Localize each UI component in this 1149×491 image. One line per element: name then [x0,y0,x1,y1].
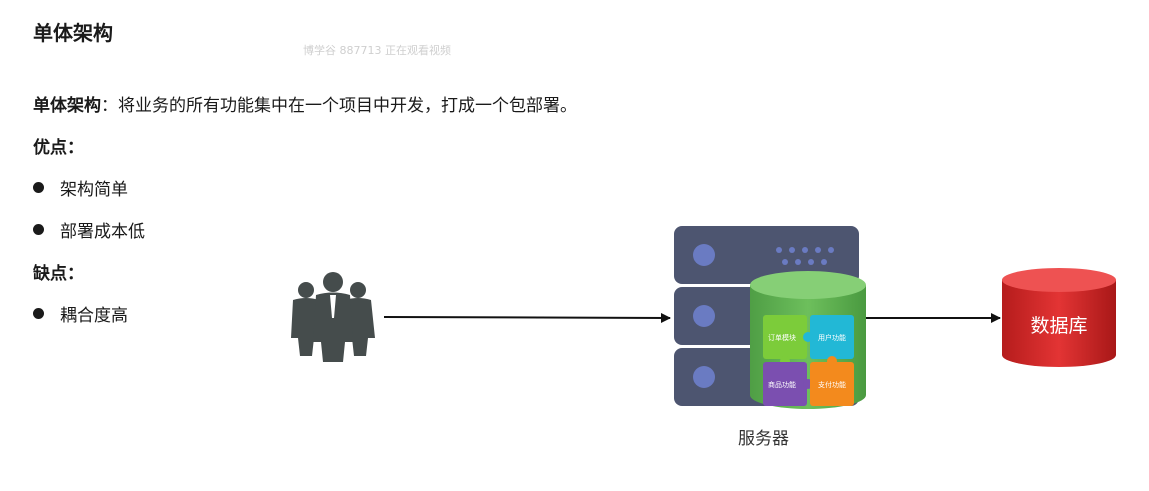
users-icon [291,272,375,362]
module-product-label: 商品功能 [768,380,796,389]
server-label: 服务器 [738,429,789,449]
database-label: 数据库 [1030,315,1087,337]
watermark: 博学谷 887713 正在观看视频 [303,44,451,57]
module-order: 订单模块 [763,315,807,366]
definition-separator: ： [101,96,118,116]
pros-item-label: 架构简单 [60,180,128,200]
slide-title: 单体架构 [33,21,113,45]
pros-item-simple: 架构简单 [33,175,128,200]
definition: 单体架构：将业务的所有功能集中在一个项目中开发，打成一个包部署。 [33,91,577,116]
definition-term: 单体架构 [33,96,101,116]
cons-heading: 缺点： [33,264,84,284]
bullet-icon [33,224,44,235]
cons-item-coupling: 耦合度高 [33,301,128,326]
module-payment: 支付功能 [810,356,854,406]
module-payment-label: 支付功能 [818,380,846,389]
pros-item-label: 部署成本低 [60,222,145,242]
arrow-users-to-server [383,312,671,323]
bullet-icon [33,182,44,193]
pros-item-low-cost: 部署成本低 [33,217,145,242]
module-order-label: 订单模块 [768,333,796,342]
module-user-label: 用户功能 [818,333,846,342]
module-product: 商品功能 [763,362,813,406]
database-icon: 数据库 [1002,268,1116,367]
module-user: 用户功能 [803,315,854,359]
definition-text: 将业务的所有功能集中在一个项目中开发，打成一个包部署。 [118,96,577,116]
bullet-icon [33,308,44,319]
pros-heading: 优点： [33,138,84,158]
cons-item-label: 耦合度高 [60,306,128,326]
